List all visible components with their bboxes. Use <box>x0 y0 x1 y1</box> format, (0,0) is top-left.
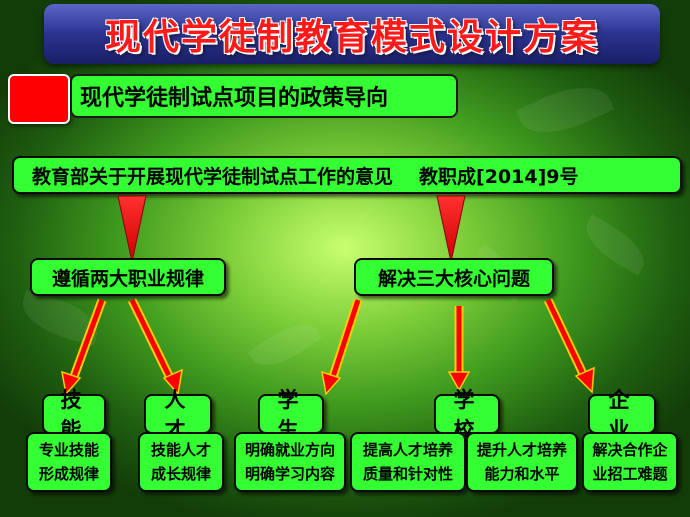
down-triangle-left <box>117 195 147 263</box>
desc-rencai: 技能人才 成长规律 <box>138 432 224 492</box>
branch-box-laws: 遵循两大职业规律 <box>30 258 226 296</box>
policy-box: 教育部关于开展现代学徒制试点工作的意见 教职成[2014]9号 <box>12 156 682 194</box>
desc-line: 解决合作企 <box>592 441 668 459</box>
title-banner: 现代学徒制教育模式设计方案 <box>44 4 660 64</box>
desc-line: 成长规律 <box>150 465 211 483</box>
desc-line: 明确就业方向 <box>244 441 335 459</box>
arrow-to-qiye <box>543 298 595 394</box>
desc-xuexiao-ability: 提升人才培养 能力和水平 <box>466 432 578 492</box>
desc-line: 能力和水平 <box>484 465 560 483</box>
desc-line: 提升人才培养 <box>476 441 567 459</box>
desc-line: 业招工难题 <box>592 465 668 483</box>
section-heading-text: 现代学徒制试点项目的政策导向 <box>80 86 389 111</box>
category-jineng: 技 能 <box>42 388 106 442</box>
desc-xuexiao-quality: 提高人才培养 质量和针对性 <box>350 432 466 492</box>
down-triangle-right <box>436 195 466 263</box>
page-title: 现代学徒制教育模式设计方案 <box>104 16 599 58</box>
arrow-to-jineng <box>61 298 107 396</box>
desc-qiye: 解决合作企 业招工难题 <box>582 432 678 492</box>
desc-line: 形成规律 <box>38 465 99 483</box>
category-qiye: 企 业 <box>588 388 656 442</box>
category-xuesheng: 学 生 <box>258 388 324 442</box>
section-heading: 现代学徒制试点项目的政策导向 <box>70 74 458 118</box>
policy-code: 教职成[2014]9号 <box>419 165 579 188</box>
branch-label: 遵循两大职业规律 <box>51 267 204 290</box>
policy-document: 教育部关于开展现代学徒制试点工作的意见 <box>32 165 394 188</box>
arrow-to-xuesheng <box>321 298 363 396</box>
desc-jineng: 专业技能 形成规律 <box>26 432 112 492</box>
arrow-to-xuexiao <box>447 306 471 392</box>
branch-box-problems: 解决三大核心问题 <box>354 258 554 296</box>
desc-line: 提高人才培养 <box>362 441 453 459</box>
desc-line: 专业技能 <box>38 441 99 459</box>
desc-line: 技能人才 <box>150 441 211 459</box>
section-marker <box>8 74 70 124</box>
branch-label: 解决三大核心问题 <box>377 267 530 290</box>
category-rencai: 人 才 <box>144 388 212 442</box>
desc-xuesheng: 明确就业方向 明确学习内容 <box>234 432 346 492</box>
desc-line: 质量和针对性 <box>362 465 453 483</box>
category-xuexiao: 学 校 <box>434 388 500 442</box>
desc-line: 明确学习内容 <box>244 465 335 483</box>
arrow-to-rencai <box>127 298 183 396</box>
